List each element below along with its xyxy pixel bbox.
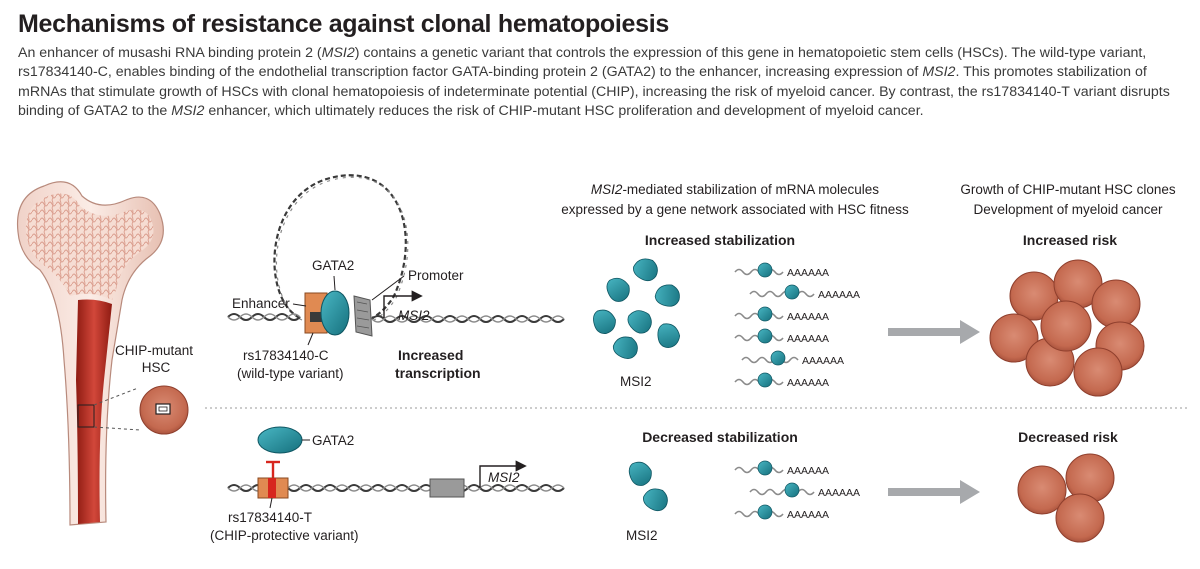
femur-bone <box>16 181 164 526</box>
poly-a-tail: AAAAAA <box>787 267 829 279</box>
caption-gene-3: MSI2 <box>171 103 205 120</box>
enhancer-region-bottom <box>257 477 289 499</box>
figure-caption: An enhancer of musashi RNA binding prote… <box>18 44 1188 122</box>
caption-part-3: . This promotes stabilization of mRNAs t… <box>18 64 1170 120</box>
variant-label-bottom-1: rs17834140-T <box>228 510 312 525</box>
gray-arrow-top <box>888 320 980 344</box>
poly-a-tail: AAAAAA <box>787 333 829 345</box>
mid-header-line-2: expressed by a gene network associated w… <box>561 202 909 217</box>
caption-part-2: ) contains a genetic variant that contro… <box>18 45 1147 81</box>
variant-label-top-2: (wild-type variant) <box>237 366 344 381</box>
promoter-leader <box>371 275 405 301</box>
transcription-label-2: transcription <box>395 365 481 381</box>
msi2-label-bottom: MSI2 <box>626 528 658 543</box>
mrna-molecule: AAAAAA <box>749 284 860 301</box>
mrna-molecule: AAAAAA <box>749 482 860 499</box>
binding-blocked-symbol <box>266 460 280 478</box>
figure-title: Mechanisms of resistance against clonal … <box>18 10 669 38</box>
risk-label-bottom: Decreased risk <box>1018 429 1118 445</box>
mid-header-line-1: MSI2-mediated stabilization of mRNA mole… <box>591 182 879 197</box>
stabilization-label-top: Increased stabilization <box>645 232 795 248</box>
msi2-protein-cluster-top <box>593 258 681 359</box>
poly-a-tail: AAAAAA <box>787 509 829 521</box>
mrna-molecule: AAAAAA <box>734 262 829 279</box>
caption-part-1: An enhancer of musashi RNA binding prote… <box>18 45 322 61</box>
transcription-arrow-bottom <box>479 460 527 488</box>
msi2-protein-cluster-bottom <box>628 461 668 512</box>
enhancer-label: Enhancer <box>232 296 290 311</box>
mrna-molecule: AAAAAA <box>734 460 829 477</box>
mid-header-rest: -mediated stabilization of mRNA molecule… <box>622 182 879 197</box>
promoter-region-bottom <box>429 478 465 498</box>
gata2-label-top: GATA2 <box>312 258 354 273</box>
gata2-label-bottom: GATA2 <box>312 433 354 448</box>
poly-a-tail: AAAAAA <box>802 355 844 367</box>
poly-a-tail: AAAAAA <box>818 487 860 499</box>
dna-strand-top <box>227 313 565 323</box>
msi2-label-top: MSI2 <box>620 374 652 389</box>
mrna-molecule: AAAAAA <box>741 350 844 367</box>
hsc-label-line-1: CHIP-mutant <box>115 343 193 358</box>
promoter-label: Promoter <box>408 268 464 283</box>
mrna-molecule: AAAAAA <box>734 306 829 323</box>
right-header-line-1: Growth of CHIP-mutant HSC clones <box>960 182 1176 197</box>
chip-mutant-hsc-cell <box>139 385 189 435</box>
dna-loop <box>273 174 409 321</box>
mrna-molecule: AAAAAA <box>734 328 829 345</box>
right-header-line-2: Development of myeloid cancer <box>973 202 1163 217</box>
gata2-protein-top <box>320 290 350 336</box>
gata2-protein-bottom <box>257 426 303 454</box>
mrna-molecule: AAAAAA <box>734 504 829 521</box>
cancer-cell-cluster-bottom <box>1017 453 1115 543</box>
variant-label-bottom-2: (CHIP-protective variant) <box>210 528 359 543</box>
caption-gene-2: MSI2 <box>922 64 956 81</box>
poly-a-tail: AAAAAA <box>787 377 829 389</box>
poly-a-tail: AAAAAA <box>818 289 860 301</box>
gata2-leader-top <box>333 275 336 291</box>
hsc-label-line-2: HSC <box>142 360 171 375</box>
gene-label-bottom: MSI2 <box>488 470 520 485</box>
mrna-molecule: AAAAAA <box>734 372 829 389</box>
transcription-label-1: Increased <box>398 347 463 363</box>
gene-label-top: MSI2 <box>398 308 430 323</box>
risk-label-top: Increased risk <box>1023 232 1117 248</box>
variant-leader-bottom <box>269 497 273 509</box>
caption-part-4: enhancer, which ultimately reduces the r… <box>204 103 924 120</box>
poly-a-tail: AAAAAA <box>787 311 829 323</box>
variant-label-top-1: rs17834140-C <box>243 348 329 363</box>
gray-arrow-bottom <box>888 480 980 504</box>
promoter-region-top <box>353 295 373 337</box>
mrna-list-bottom: AAAAAA AAAAAA AAAAAA <box>734 460 860 521</box>
poly-a-tail: AAAAAA <box>787 465 829 477</box>
transcription-arrow-top <box>383 290 423 318</box>
cancer-cell-cluster-top <box>989 259 1145 397</box>
mrna-list-top: AAAAAA AAAAAA AAAAAA AAAAAA AAAAAA AAAAA… <box>734 262 860 389</box>
enhancer-region-top <box>304 292 328 334</box>
variant-leader-top <box>307 332 314 346</box>
caption-gene-1: MSI2 <box>321 45 355 61</box>
stabilization-label-bottom: Decreased stabilization <box>642 429 798 445</box>
mid-header-gene: MSI2 <box>591 182 623 197</box>
enhancer-leader <box>292 303 307 307</box>
